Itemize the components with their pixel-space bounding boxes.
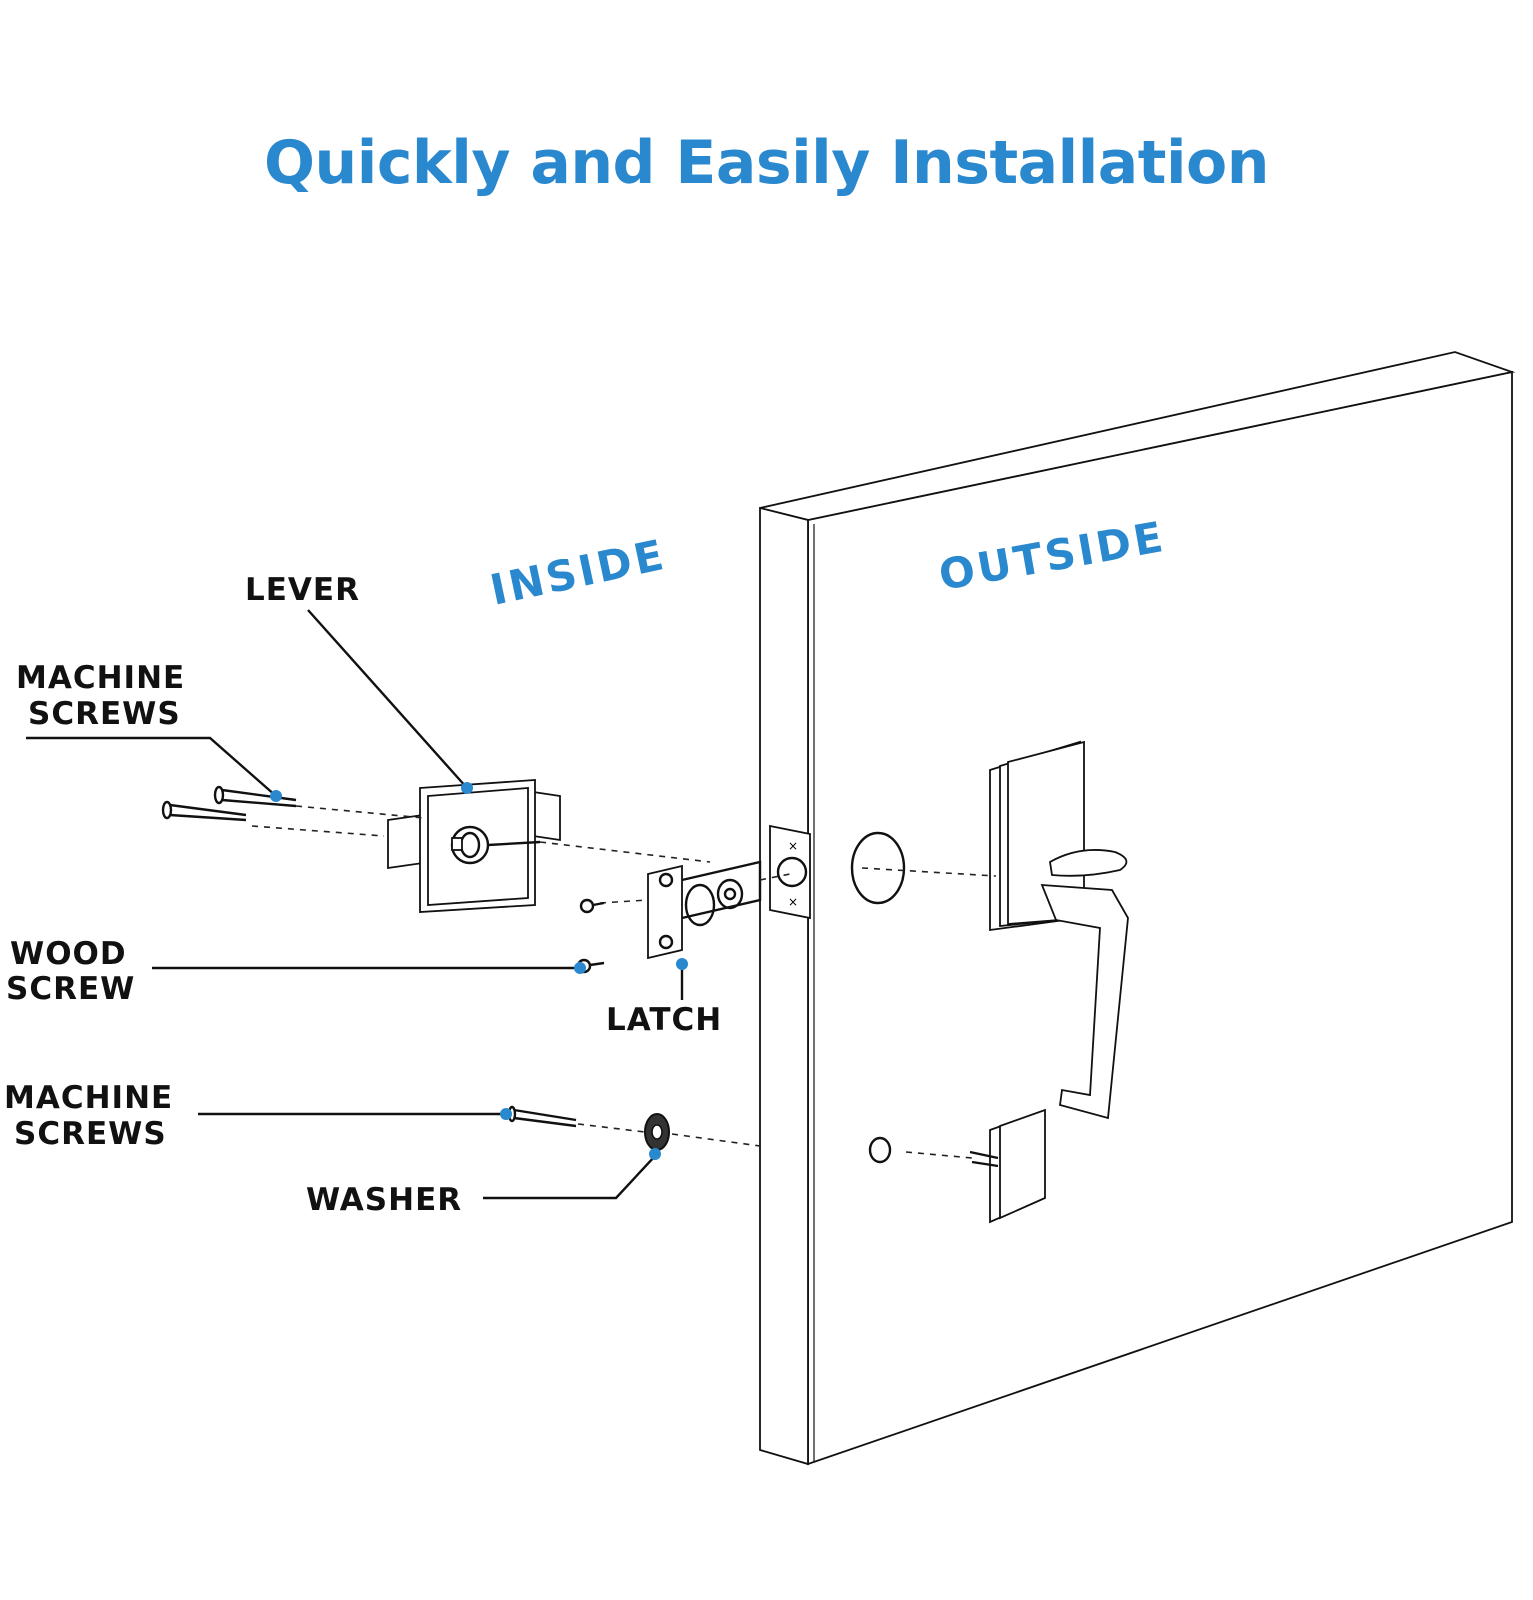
label-wood-screw-line2: SCREW	[6, 971, 135, 1007]
leader-lines	[26, 609, 684, 1200]
door-side-edge	[759, 506, 809, 1466]
label-wood-screw-line1: WOOD	[10, 936, 127, 972]
washer	[644, 1113, 670, 1151]
label-washer: WASHER	[306, 1182, 462, 1218]
dot-lever	[461, 782, 473, 794]
wood-screws	[576, 898, 605, 974]
callout-dots	[270, 782, 688, 1160]
label-machine-screws-top-line2: SCREWS	[28, 696, 181, 732]
dot-wood-screw	[574, 962, 586, 974]
page-title: Quickly and Easily Installation	[264, 128, 1269, 198]
dot-machine-screws-top	[270, 790, 282, 802]
label-machine-screws-bottom-line2: SCREWS	[14, 1116, 167, 1152]
svg-text:×: ×	[788, 895, 798, 909]
machine-screws-top	[161, 785, 297, 822]
label-machine-screws-top-line1: MACHINE	[16, 660, 185, 696]
dot-washer	[649, 1148, 661, 1160]
latch	[647, 860, 762, 960]
door-screw-hole	[868, 1136, 892, 1164]
door	[759, 351, 1516, 1466]
label-machine-screws-bottom-line1: MACHINE	[4, 1080, 173, 1116]
svg-text:×: ×	[788, 839, 798, 853]
machine-screws-bottom	[507, 1105, 577, 1128]
label-inside: INSIDE	[486, 530, 671, 615]
dot-latch	[676, 958, 688, 970]
label-lever: LEVER	[245, 572, 360, 608]
inside-lever	[387, 779, 561, 913]
outside-handleset	[969, 740, 1129, 1224]
door-bore-hole	[850, 831, 906, 905]
dot-machine-screws-bottom	[500, 1108, 512, 1120]
label-latch: LATCH	[606, 1002, 722, 1038]
strike-plate: × ×	[769, 824, 811, 920]
